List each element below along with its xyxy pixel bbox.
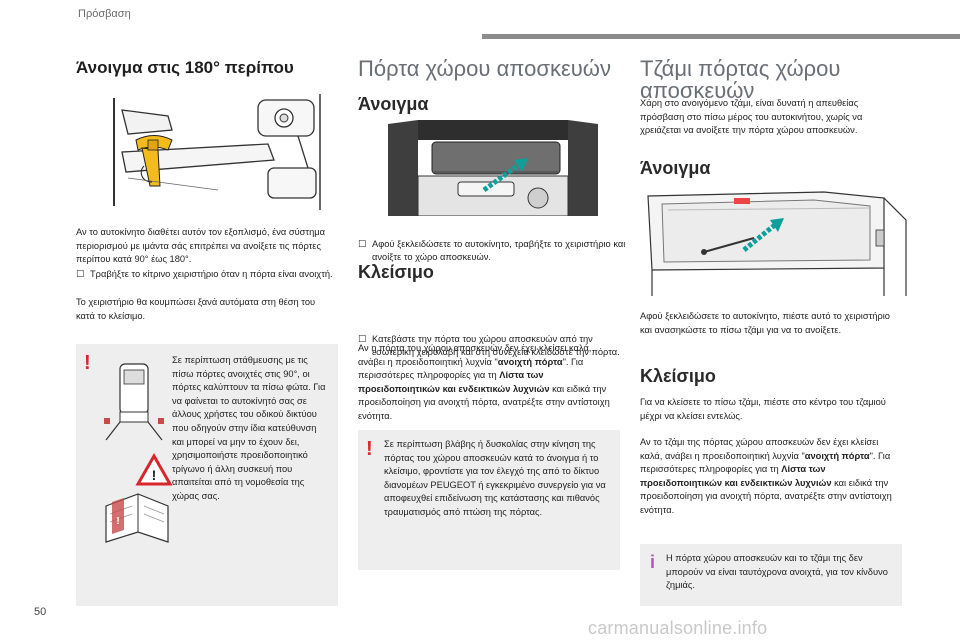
open-door-lamp-name: ανοιχτή πόρτα [497,356,563,367]
text-part: ". Για περισσότερες πληροφορίες για τη [640,450,891,475]
watermark: carmanualsonline.info [588,618,768,638]
info-i-icon: i [650,552,656,572]
rear-window-opening-heading: Άνοιγμα [640,158,711,178]
bullet-text: Αφού ξεκλειδώσετε το αυτοκίνητο, τραβήξτ… [372,238,626,263]
exclamation-mark-icon: ! [84,352,91,374]
svg-text:!: ! [116,516,119,527]
rear-window-intro: Χάρη στο ανοιγόμενο τζάμι, είναι δυνατή … [640,98,863,136]
rear-window-illustration [644,190,908,296]
bullet-text: Κατεβάστε την πόρτα του χώρου αποσκευών … [372,333,620,358]
text-part: και ειδικά την προειδοποίηση για ανοιχτή… [640,477,892,515]
warning-lamps-list-reference: Λίστα των προειδοποιητικών και ενδεικτικ… [358,370,550,394]
tailgate-figure [388,120,598,217]
svg-text:!: ! [152,467,157,483]
checkbox-bullet-icon: ☐ [358,238,367,249]
checkbox-bullet-icon: ☐ [76,269,85,279]
text-part: και ειδικά την προειδοποίηση για ανοιχτή… [358,383,610,421]
page-number: 50 [34,606,47,618]
tailgate-close-instruction: ☐ Κατεβάστε την πόρτα του χώρου αποσκευώ… [358,333,634,360]
tailgate-title: Πόρτα χώρου αποσκευών [358,56,611,81]
warning-lamps-list-reference: Λίστα των προειδοποιητικών και ενδεικτικ… [640,464,832,488]
rear-window-open-text: Αφού ξεκλειδώσετε το αυτοκίνητο, πιέστε … [640,311,890,335]
section-header: Πρόσβαση [78,8,131,20]
text-part: Αν η πόρτα του χώρου αποσκευών δεν έχει … [358,343,592,367]
simultaneous-opening-info-box: i Η πόρτα χώρου αποσκευών και το τζάμι τ… [640,544,902,606]
exclamation-mark-icon: ! [366,438,373,460]
rear-window-close-text: Για να κλείσετε το πίσω τζάμι, πιέστε στ… [640,397,886,421]
header-bar [482,34,960,39]
tailgate-open-door-warning-text: Αν η πόρτα του χώρου αποσκευών δεν έχει … [358,342,620,424]
parking-warning-illustration: ! ! [104,363,173,543]
text-part: Αν το τζάμι της πόρτας χώρου αποσκευών δ… [640,437,879,461]
text-part: ". Για περισσότερες πληροφορίες για τη [358,356,584,381]
tailgate-opening-heading: Άνοιγμα [358,94,429,114]
tailgate-closing-heading: Κλείσιμο [358,262,434,282]
rear-window-figure [644,190,908,296]
rear-window-title-line2: αποσκευών [640,78,755,103]
simultaneous-opening-info-text: Η πόρτα χώρου αποσκευών και το τζάμι της… [666,553,888,591]
tailgate-open-instruction: ☐ Αφού ξεκλειδώσετε το αυτοκίνητο, τραβή… [358,238,634,265]
door-strap-illustration [108,90,328,214]
parking-warning-text: Σε περίπτωση στάθμευσης με τις πίσω πόρτ… [172,355,326,501]
tailgate-fault-warning-text: Σε περίπτωση βλάβης ή δυσκολίας στην κίν… [384,439,606,517]
tailgate-illustration [388,120,598,217]
rear-window-title: Τζάμι πόρτας χώρου αποσκευών [640,58,910,102]
checkbox-bullet-icon: ☐ [358,333,367,344]
section-title-180-opening: Άνοιγμα στις 180° περίπου [76,58,294,77]
door-strap-figure [108,90,328,214]
rear-window-title-line1: Τζάμι πόρτας χώρου [640,56,841,81]
bullet-text: Τραβήξτε το κίτρινο χειριστήριο όταν η π… [90,269,333,279]
strap-description: Αν το αυτοκίνητο διαθέτει αυτόν τον εξοπ… [76,227,325,265]
open-door-lamp-name: ανοιχτή πόρτα [804,450,870,461]
tailgate-fault-warning-box: ! Σε περίπτωση βλάβης ή δυσκολίας στην κ… [358,430,620,570]
parking-warning-box: ! ! ! Σε περίπτωση στάθμευσης με τις πίσ… [76,344,338,606]
handle-relock-note: Το χειριστήριο θα κουμπώσει ξανά αυτόματ… [76,297,316,321]
pull-yellow-handle-instruction: ☐ Τραβήξτε το κίτρινο χειριστήριο όταν η… [76,268,350,282]
rear-window-open-door-warning-text: Αν το τζάμι της πόρτας χώρου αποσκευών δ… [640,436,902,518]
rear-window-closing-heading: Κλείσιμο [640,366,716,386]
